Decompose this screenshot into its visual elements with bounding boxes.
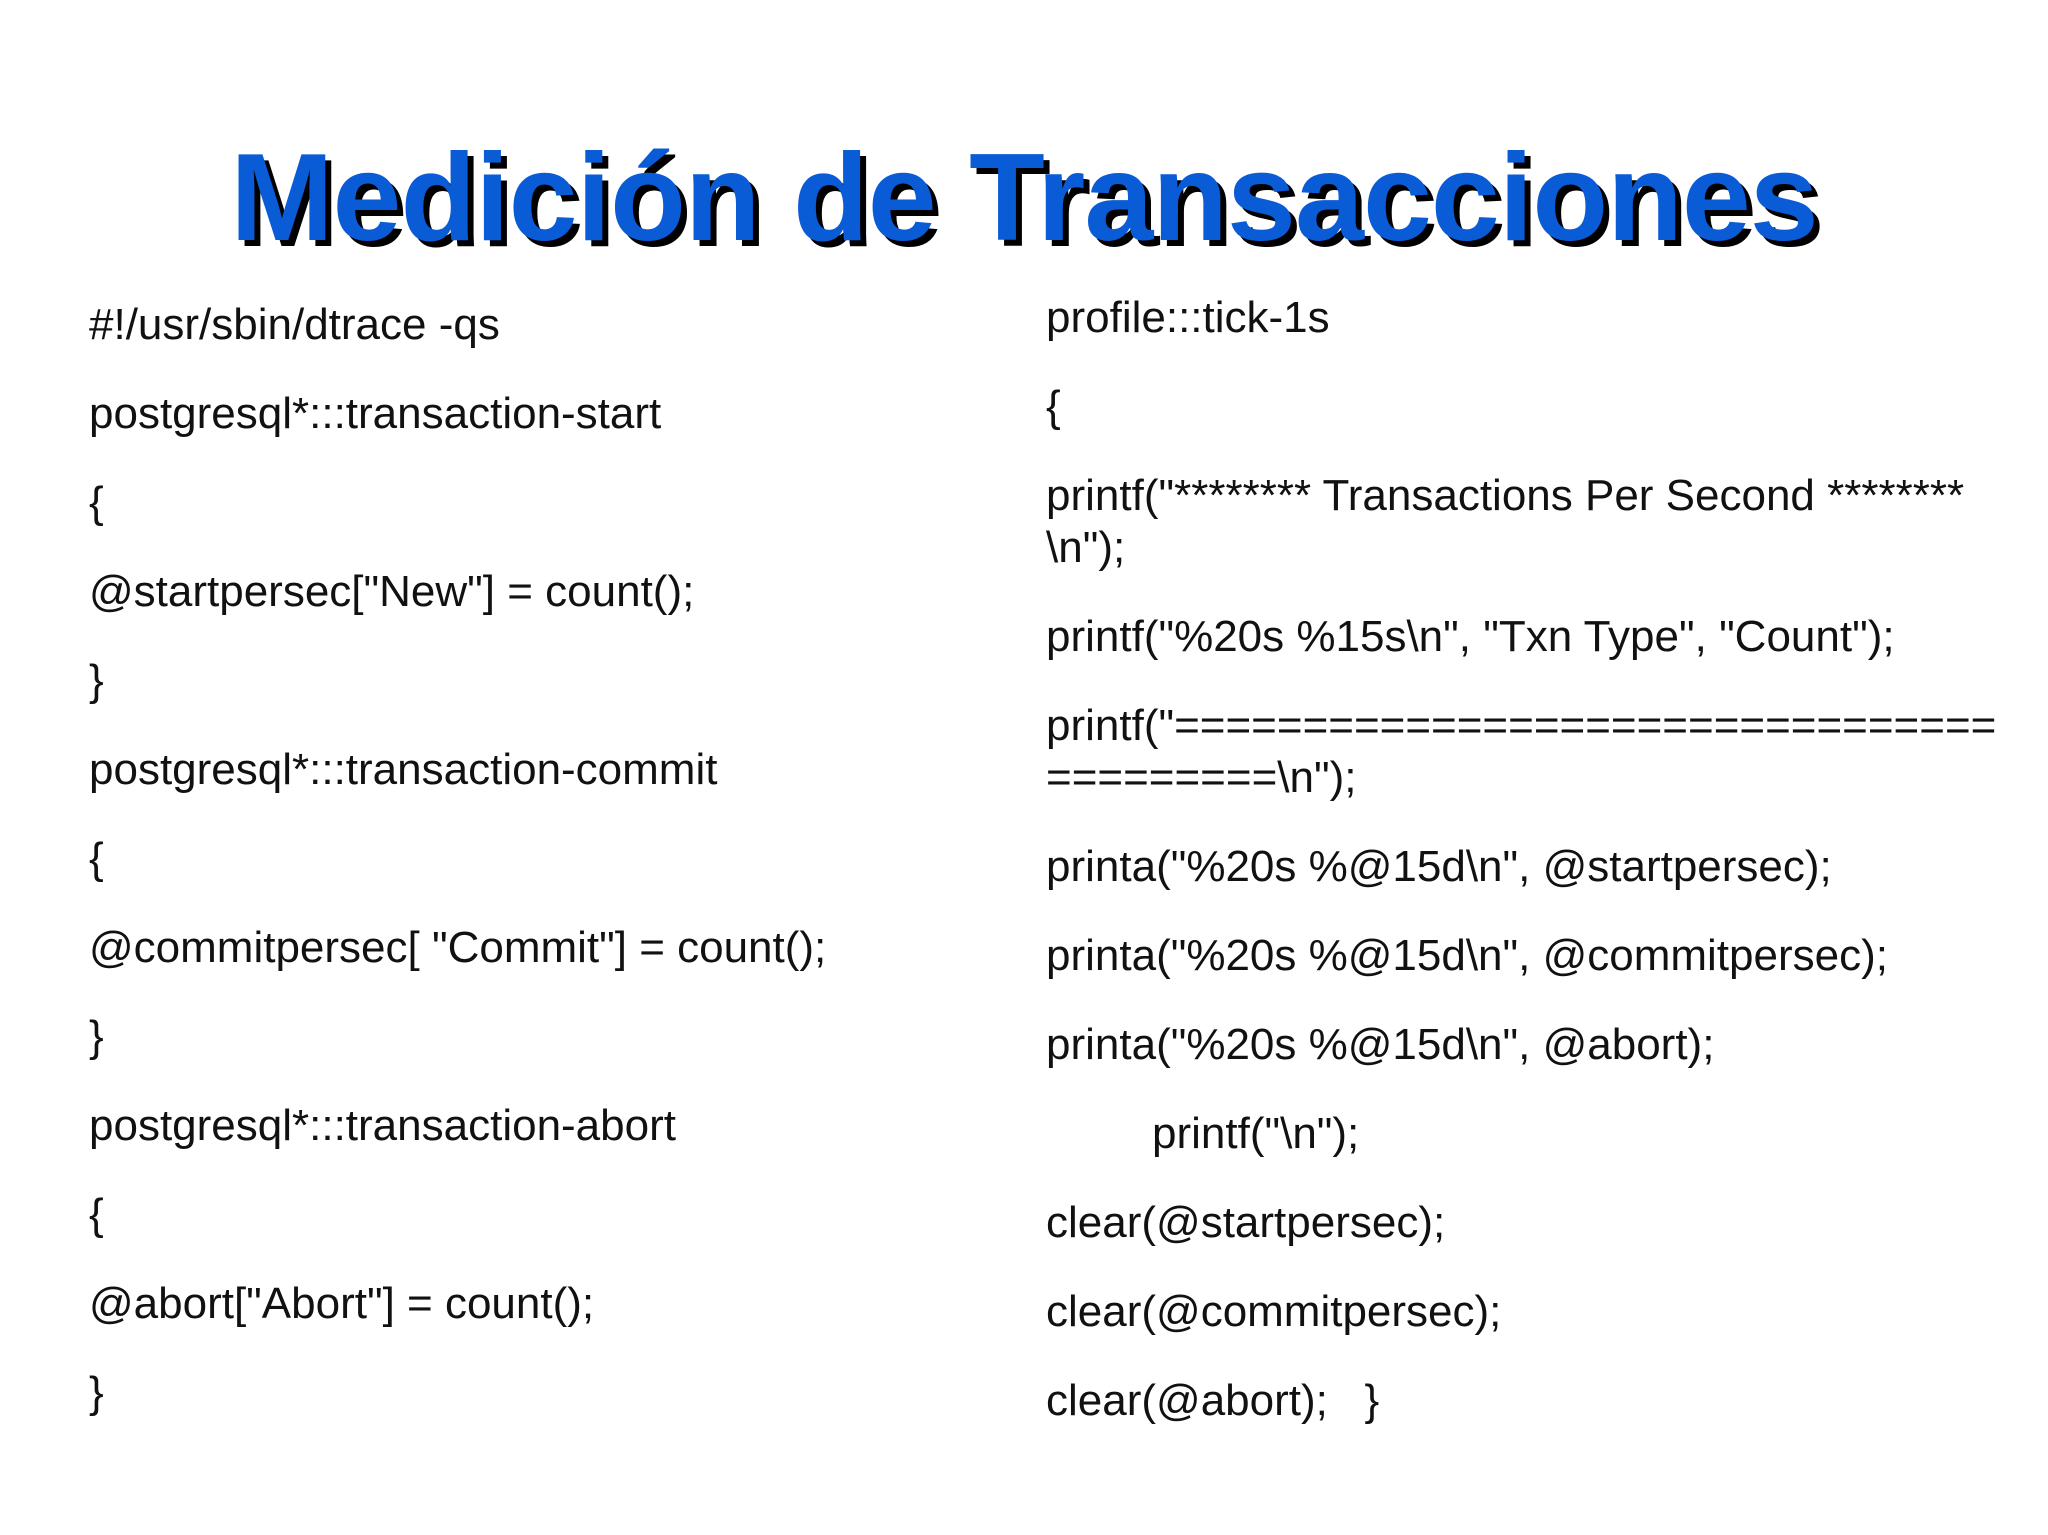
code-line: #!/usr/sbin/dtrace -qs (89, 300, 500, 349)
code-line: @commitpersec[ "Commit"] = count(); (89, 923, 827, 972)
code-line: printf("\n"); (1152, 1109, 1360, 1158)
code-line: printf("%20s %15s\n", "Txn Type", "Count… (1046, 612, 1895, 661)
code-line: { (89, 834, 104, 883)
code-line: clear(@commitpersec); (1046, 1287, 1502, 1336)
slide-title: Medición de Transacciones (230, 129, 1819, 267)
code-line: { (89, 1190, 104, 1239)
left-code-column: #!/usr/sbin/dtrace -qs postgresql*:::tra… (89, 299, 1009, 1456)
code-line: } (89, 656, 104, 705)
code-line: clear(@abort); } (1046, 1376, 1380, 1425)
code-line: } (89, 1368, 104, 1417)
code-line: { (1046, 382, 1061, 431)
code-line: printf("******** Transactions Per Second… (1046, 471, 1965, 572)
code-line: postgresql*:::transaction-commit (89, 745, 718, 794)
code-line: printa("%20s %@15d\n", @startpersec); (1046, 842, 1832, 891)
code-line: { (89, 478, 104, 527)
code-line: profile:::tick-1s (1046, 293, 1330, 342)
right-code-column: profile:::tick-1s { printf("******** Tra… (1046, 292, 2006, 1464)
code-line: @abort["Abort"] = count(); (89, 1279, 595, 1328)
code-line: printa("%20s %@15d\n", @abort); (1046, 1020, 1715, 1069)
code-line: clear(@startpersec); (1046, 1198, 1446, 1247)
code-line: @startpersec["New"] = count(); (89, 567, 695, 616)
code-line: postgresql*:::transaction-abort (89, 1101, 676, 1150)
code-line: printa("%20s %@15d\n", @commitpersec); (1046, 931, 1888, 980)
code-line: } (89, 1012, 104, 1061)
code-line: printf("================================… (1046, 701, 1997, 802)
code-line: postgresql*:::transaction-start (89, 389, 662, 438)
